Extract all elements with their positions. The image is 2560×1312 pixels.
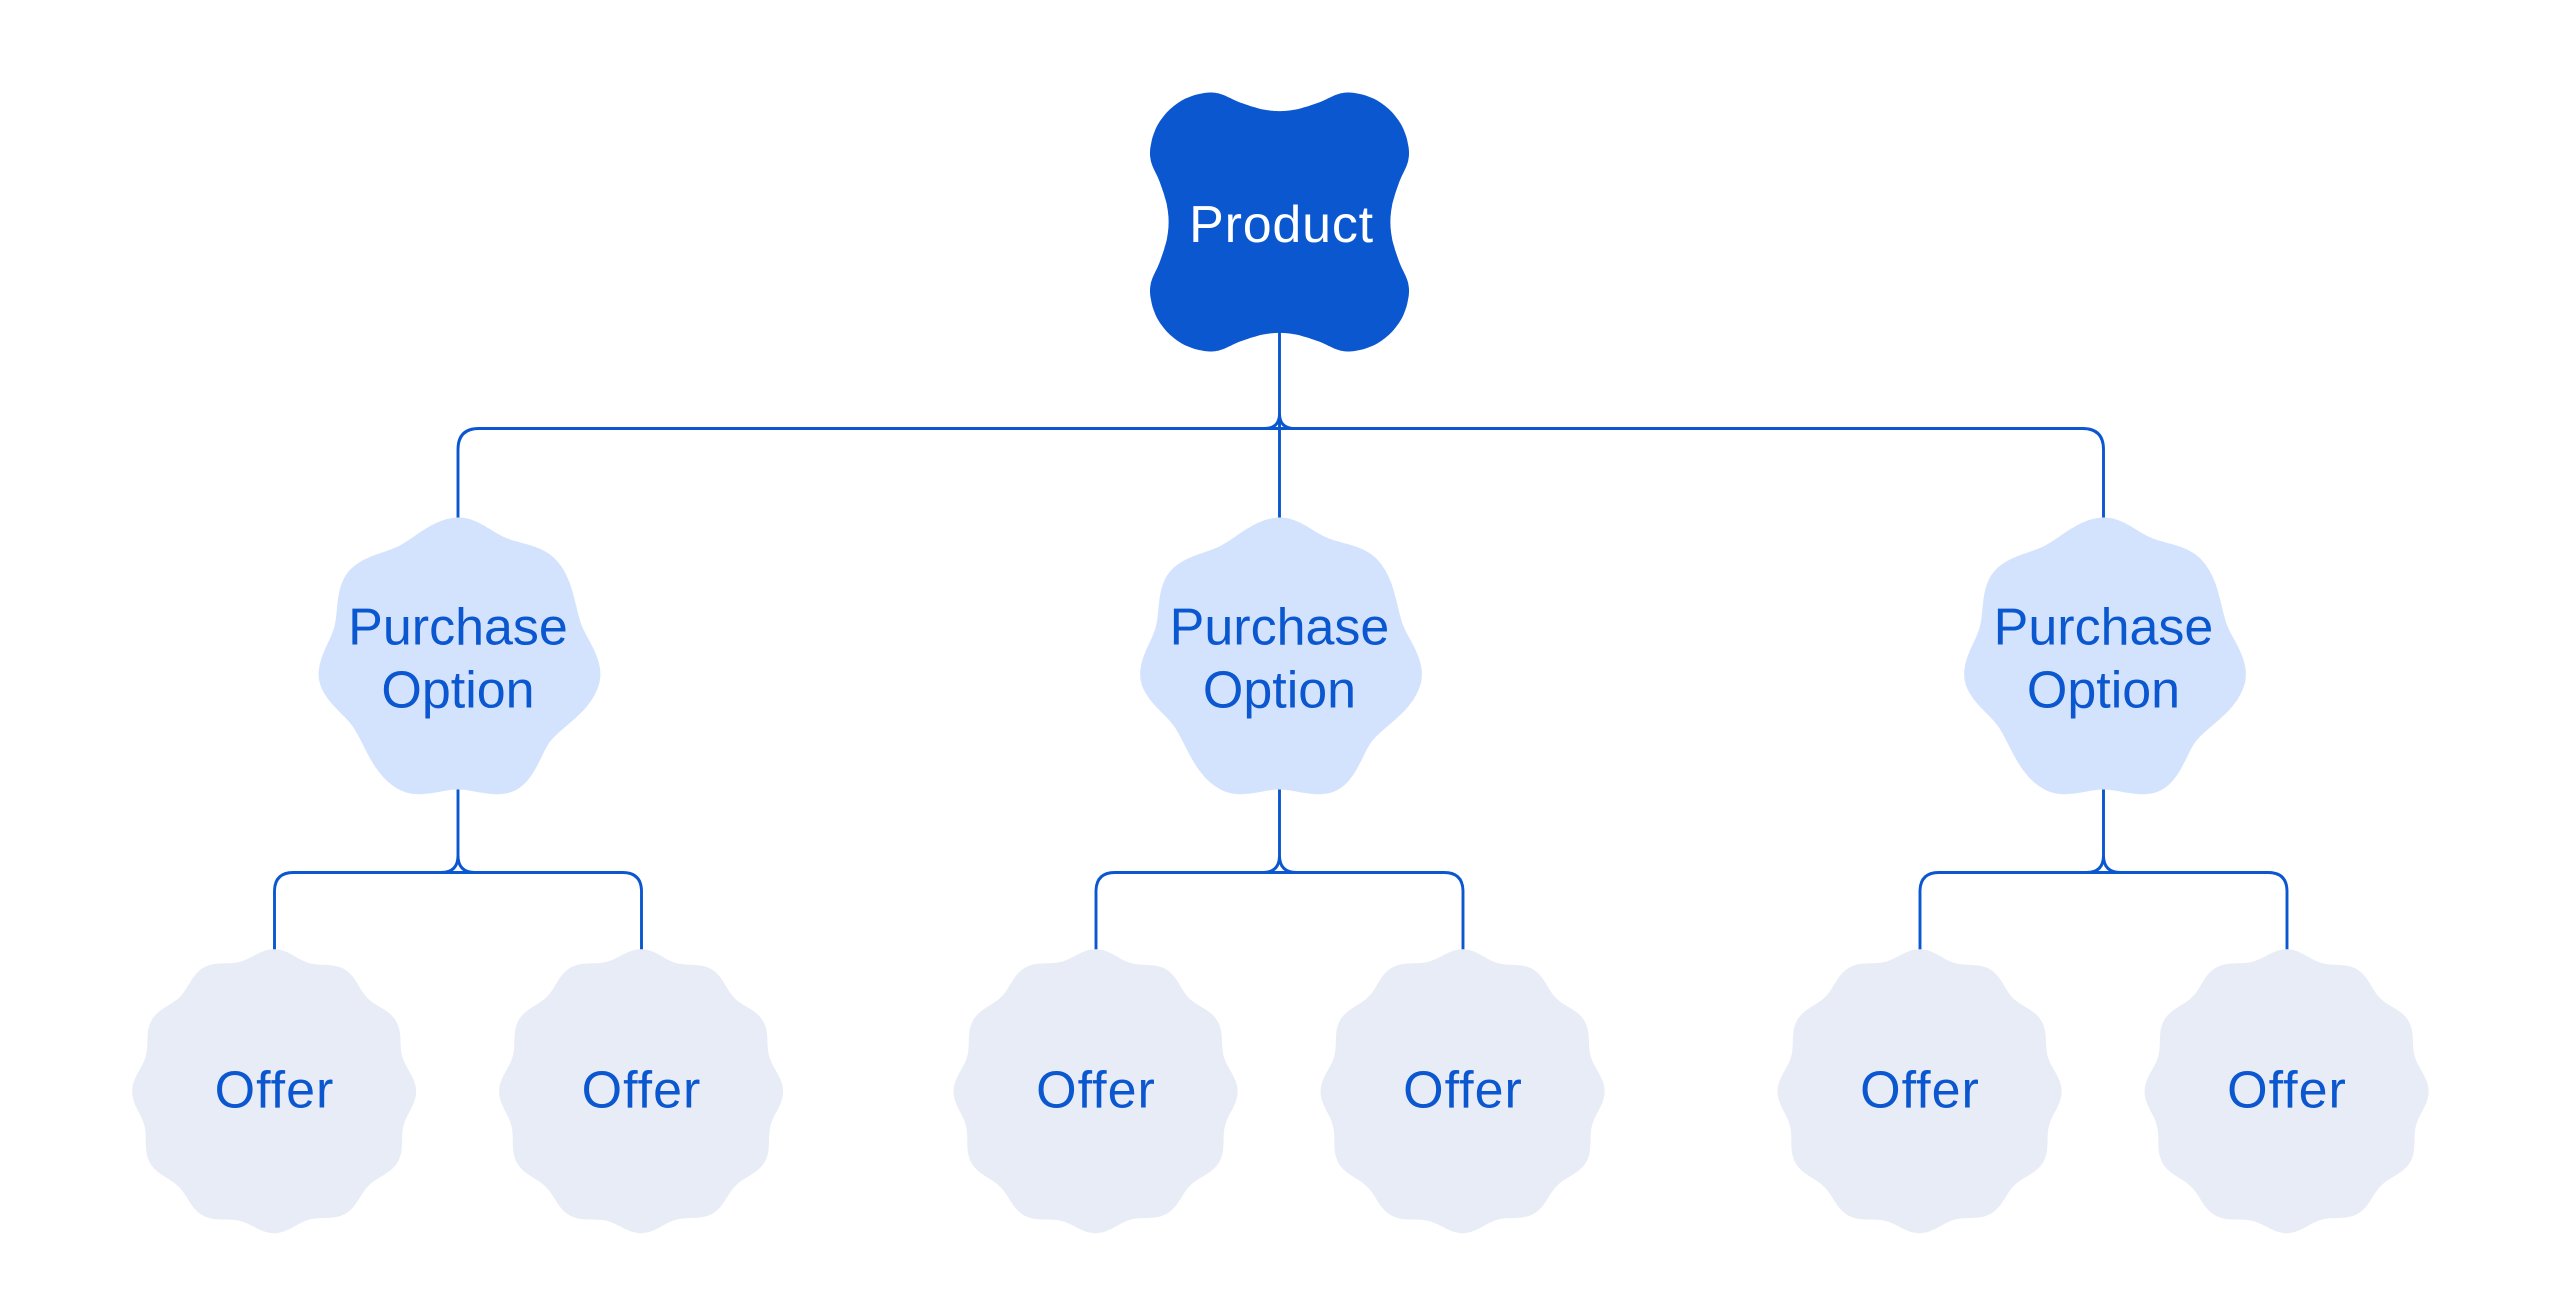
svg-text:Offer: Offer — [582, 1062, 702, 1120]
svg-text:Offer: Offer — [1860, 1062, 1980, 1120]
svg-text:Purchase: Purchase — [1994, 599, 2214, 657]
svg-text:Offer: Offer — [1403, 1062, 1523, 1120]
svg-text:Option: Option — [1203, 662, 1356, 720]
svg-text:Purchase: Purchase — [348, 599, 568, 657]
svg-text:Option: Option — [381, 662, 534, 720]
svg-text:Product: Product — [1189, 196, 1374, 254]
svg-text:Offer: Offer — [1036, 1062, 1156, 1120]
svg-text:Option: Option — [2027, 662, 2180, 720]
svg-text:Offer: Offer — [2227, 1062, 2347, 1120]
svg-text:Purchase: Purchase — [1170, 599, 1390, 657]
svg-text:Offer: Offer — [215, 1062, 335, 1120]
